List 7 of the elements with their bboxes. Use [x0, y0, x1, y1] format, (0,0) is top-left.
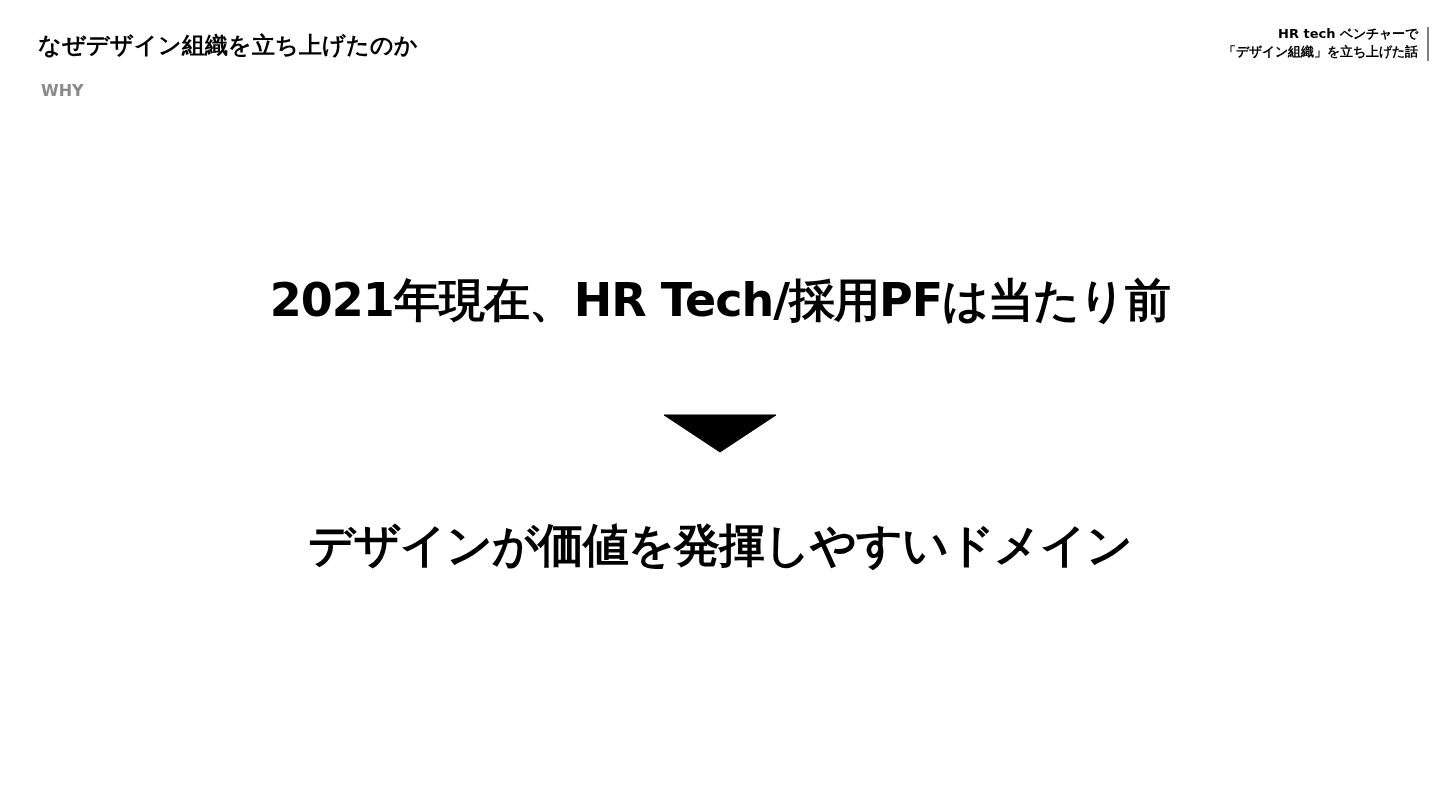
section-label: WHY	[41, 81, 84, 100]
statement-text: 2021年現在、HR Tech/採用PFは当たり前	[269, 272, 1171, 329]
slide-title: なぜデザイン組織を立ち上げたのか	[38, 31, 418, 60]
header-note: 「デザイン組織」を立ち上げた話	[1223, 44, 1418, 60]
header-note: HR tech ベンチャーで	[1278, 26, 1418, 42]
statement-text: デザインが価値を発揮しやすいドメイン	[308, 517, 1132, 574]
down-arrow	[663, 414, 777, 453]
